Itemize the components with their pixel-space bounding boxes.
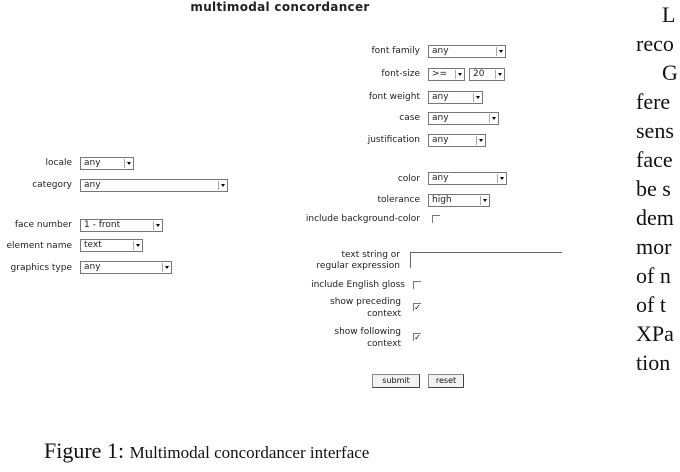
show-preceding-label-line2: context (367, 309, 401, 319)
justification-value: any (432, 135, 449, 145)
face-number-select[interactable]: 1 - front (80, 219, 163, 232)
show-following-label-line1: show following (334, 327, 401, 337)
text-string-label-line1: text string or (341, 250, 400, 260)
element-name-value: text (84, 240, 102, 250)
tolerance-select[interactable]: high (428, 194, 490, 207)
include-english-gloss-checkbox[interactable] (413, 281, 421, 289)
category-value: any (84, 180, 101, 190)
font-size-value: 20 (473, 69, 485, 79)
locale-value: any (84, 158, 101, 168)
show-following-label-line2: context (367, 339, 401, 349)
body-line: tion (636, 350, 671, 375)
element-name-select[interactable]: text (80, 239, 143, 252)
chevron-down-icon (133, 241, 141, 250)
page-title: multimodal concordancer (190, 0, 370, 14)
category-label: category (32, 180, 72, 190)
chevron-down-icon (153, 221, 161, 230)
body-line: reco (636, 31, 674, 56)
font-size-operator-value: >= (432, 69, 448, 79)
figure-caption: Figure 1: Multimodal concordancer interf… (44, 438, 369, 464)
text-string-input[interactable] (410, 252, 562, 268)
chevron-down-icon (497, 174, 505, 183)
show-preceding-label: show preceding context (280, 296, 401, 320)
font-size-value-select[interactable]: 20 (469, 68, 505, 81)
include-english-gloss-label: include English gloss (311, 280, 405, 290)
locale-label: locale (45, 158, 72, 168)
chevron-down-icon (124, 159, 132, 168)
body-line: face (636, 147, 673, 172)
color-label: color (397, 174, 420, 184)
chevron-down-icon (218, 181, 226, 190)
chevron-down-icon (473, 93, 481, 102)
body-line: be s (636, 176, 671, 201)
font-weight-value: any (432, 92, 449, 102)
locale-select[interactable]: any (80, 157, 134, 170)
chevron-down-icon (489, 114, 497, 123)
chevron-down-icon (476, 136, 484, 145)
show-following-checkbox[interactable]: ✓ (413, 333, 421, 342)
graphics-type-label: graphics type (10, 263, 72, 273)
figure-caption-text: Multimodal concordancer interface (129, 443, 370, 462)
element-name-label: element name (6, 241, 73, 251)
submit-button[interactable]: submit (372, 374, 420, 388)
chevron-down-icon (496, 47, 504, 56)
body-line: mor (636, 234, 672, 259)
figure-caption-prefix: Figure 1: (44, 438, 125, 463)
body-line: L (662, 2, 676, 27)
font-family-label: font family (371, 46, 420, 56)
chevron-down-icon (455, 70, 463, 79)
chevron-down-icon (480, 196, 488, 205)
text-string-label: text string or regular expression (280, 250, 400, 272)
case-label: case (399, 113, 420, 123)
graphics-type-value: any (84, 262, 101, 272)
include-background-color-label: include background-color (305, 214, 420, 224)
category-select[interactable]: any (80, 179, 228, 192)
font-size-operator-select[interactable]: >= (428, 68, 465, 81)
text-string-label-line2: regular expression (316, 261, 400, 271)
font-weight-label: font weight (368, 92, 420, 102)
face-number-label: face number (14, 220, 72, 230)
face-number-value: 1 - front (84, 220, 121, 230)
body-line: dem (636, 205, 674, 230)
case-select[interactable]: any (428, 112, 499, 125)
tolerance-value: high (432, 195, 452, 205)
font-family-select[interactable]: any (428, 45, 506, 58)
justification-label: justification (367, 135, 420, 145)
color-value: any (432, 173, 449, 183)
body-line: of n (636, 263, 671, 288)
body-line: of t (636, 292, 666, 317)
color-select[interactable]: any (428, 172, 507, 185)
tolerance-label: tolerance (377, 195, 420, 205)
body-line: XPa (636, 321, 674, 346)
chevron-down-icon (495, 70, 503, 79)
font-size-label: font-size (381, 69, 420, 79)
font-family-value: any (432, 46, 449, 56)
reset-button[interactable]: reset (428, 374, 464, 388)
include-background-color-checkbox[interactable] (432, 215, 440, 223)
body-line: sens (636, 118, 674, 143)
graphics-type-select[interactable]: any (80, 261, 172, 274)
body-line: G (662, 60, 678, 85)
show-preceding-label-line1: show preceding (330, 297, 401, 307)
case-value: any (432, 113, 449, 123)
show-preceding-checkbox[interactable]: ✓ (413, 303, 421, 312)
justification-select[interactable]: any (428, 134, 486, 147)
chevron-down-icon (162, 263, 170, 272)
body-line: fere (636, 89, 671, 114)
body-text-column: L reco G fere sens face be s dem mor of … (636, 0, 680, 472)
show-following-label: show following context (280, 326, 401, 350)
font-weight-select[interactable]: any (428, 91, 483, 104)
